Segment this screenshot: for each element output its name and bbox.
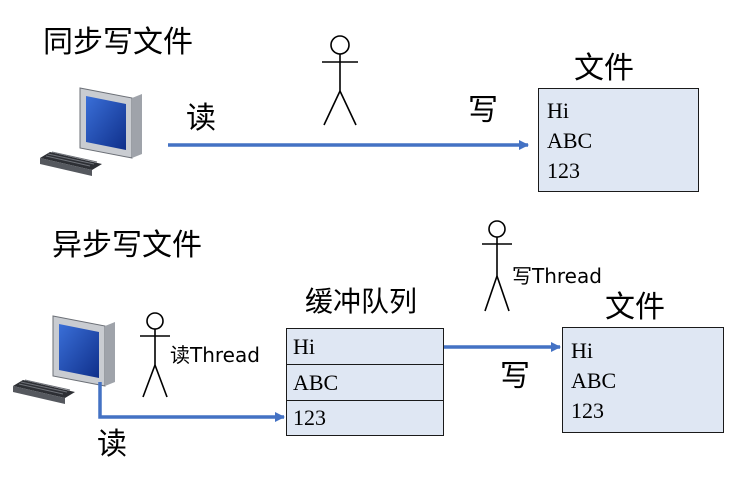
- async-write-label: 写: [500, 359, 530, 394]
- queue-item: 123: [293, 405, 326, 430]
- async-file-title: 文件: [605, 290, 665, 325]
- person-icon: [140, 312, 170, 398]
- async-file-box: Hi ABC 123: [562, 327, 724, 433]
- file-line: 123: [571, 398, 604, 423]
- sync-file-box: Hi ABC 123: [538, 88, 699, 192]
- file-line: ABC: [547, 128, 593, 153]
- person-icon: [322, 35, 358, 126]
- sync-title: 同步写文件: [43, 25, 193, 60]
- file-line: ABC: [571, 368, 617, 393]
- file-line: 123: [547, 158, 580, 183]
- computer-icon: [40, 87, 142, 176]
- sync-file-title: 文件: [574, 51, 634, 86]
- async-read-label: 读: [97, 427, 127, 462]
- async-read-arrow: [98, 382, 285, 422]
- queue-title: 缓冲队列: [305, 285, 418, 318]
- file-line: Hi: [547, 98, 569, 123]
- person-icon: [482, 220, 512, 312]
- queue-item: ABC: [287, 365, 443, 401]
- read-thread-label: 读Thread: [170, 343, 260, 367]
- file-line: Hi: [571, 338, 593, 363]
- async-title: 异步写文件: [52, 228, 202, 263]
- buffer-queue: Hi ABC 123: [286, 328, 444, 436]
- write-thread-label: 写Thread: [512, 264, 602, 288]
- sync-write-label: 写: [468, 93, 498, 128]
- computer-icon: [13, 315, 115, 404]
- sync-read-label: 读: [186, 101, 216, 136]
- queue-item: Hi: [287, 329, 443, 365]
